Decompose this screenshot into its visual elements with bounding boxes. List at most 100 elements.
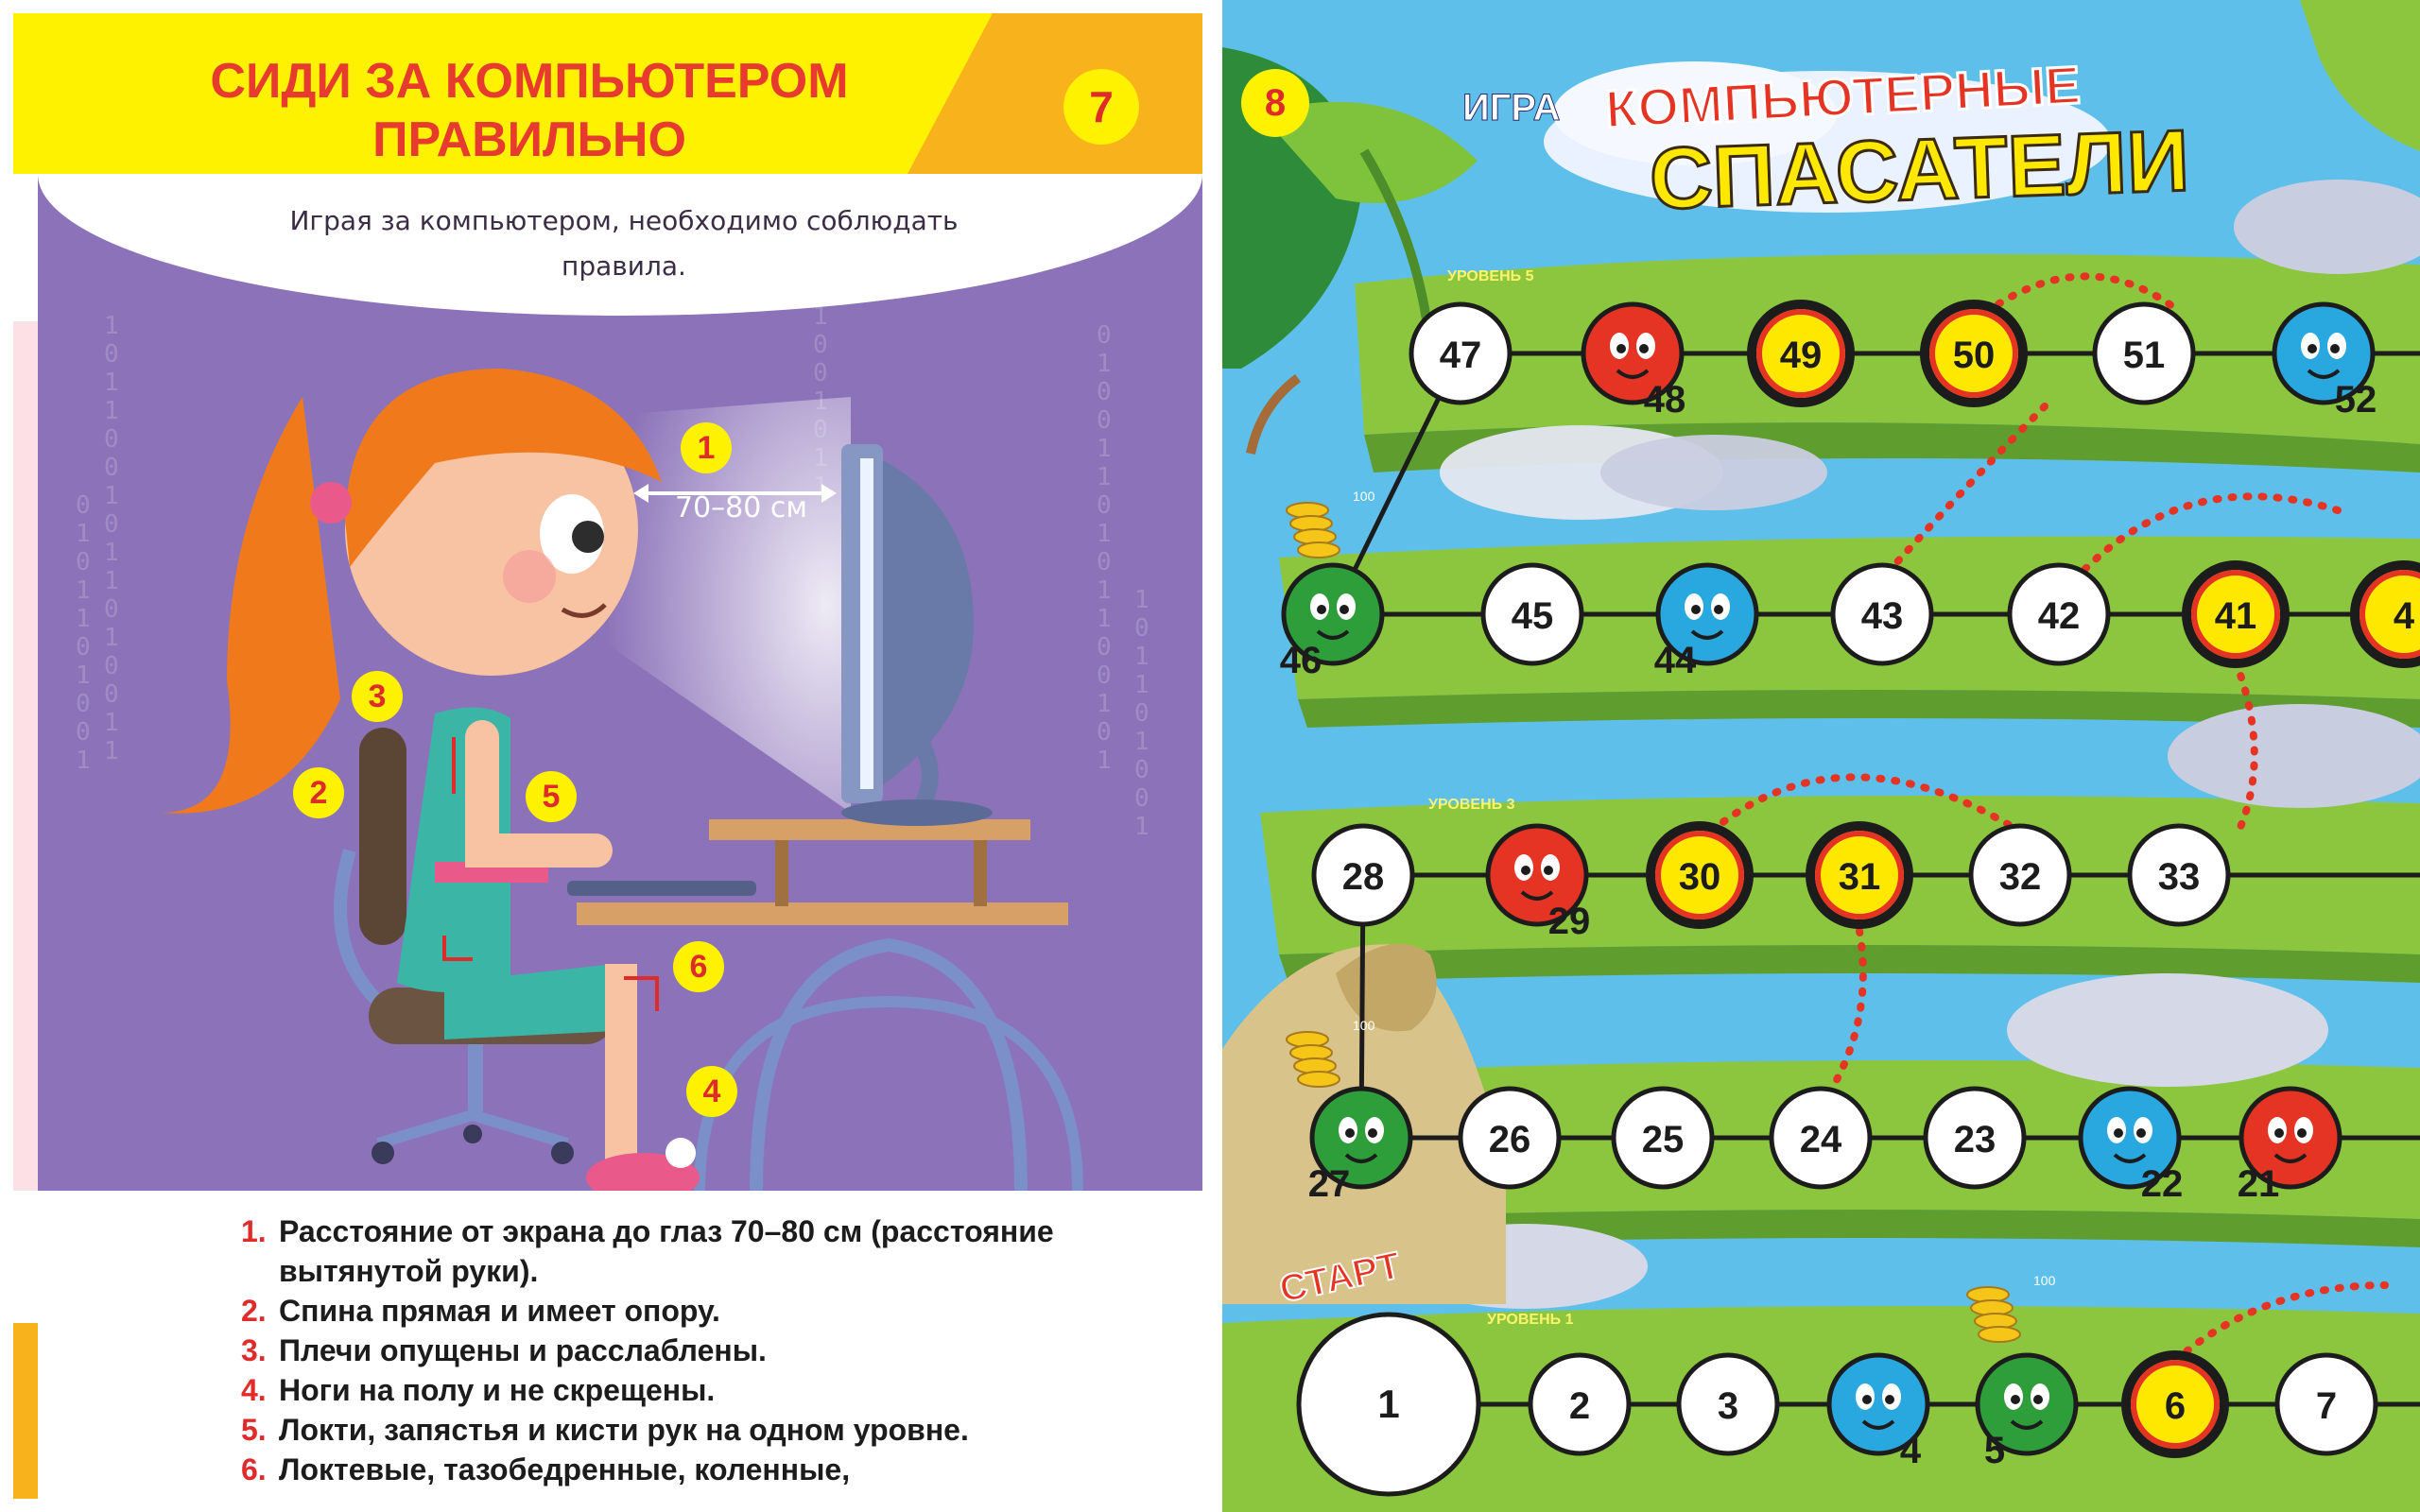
rule-text: Расстояние от экрана до глаз 70–80 см (р…: [279, 1214, 1054, 1288]
token-pupil: [2274, 1128, 2284, 1138]
token-mouth: [2113, 1153, 2147, 1163]
cell-number: 30: [1679, 856, 1721, 898]
board-cell-green: [1281, 562, 1385, 666]
marker-badge: 3: [352, 671, 403, 722]
right-page: 8 ИГРА КОМПЬЮТЕРНЫЕ СПАСАТЕЛИ УРОВЕНЬ 5 …: [1222, 0, 2420, 1512]
board-cell-blue: [1655, 562, 1759, 666]
cell-number: 33: [2158, 856, 2201, 898]
shortcut-arrow: [1880, 403, 2048, 580]
rule-number: 4.: [241, 1373, 267, 1407]
cell-number: 44: [1654, 640, 1697, 681]
posture-illustration: [161, 369, 1083, 1191]
token-pupil: [1639, 344, 1649, 353]
board-cell-white: [1528, 1352, 1632, 1456]
board-cell-white: [2127, 823, 2231, 927]
cell-number: 27: [1308, 1163, 1351, 1205]
token-pupil: [1691, 605, 1701, 614]
token-pupil: [2330, 344, 2340, 353]
token-pupil: [1345, 1128, 1355, 1138]
rule-text: Локтевые, тазобедренные, коленные,: [279, 1452, 851, 1486]
board-cell-red: [2238, 1086, 2342, 1190]
board-cell-ring: [1655, 831, 1744, 919]
token-pupil: [2011, 1395, 2020, 1404]
board-cell-ring: [2191, 570, 2280, 659]
board-cell-white: [1480, 562, 1584, 666]
intro-text: Играя за компьютером, необходимо соблюда…: [289, 205, 959, 282]
token-pupil: [1521, 866, 1530, 875]
cell-number: 31: [1839, 856, 1881, 898]
shortcut-arrow: [1970, 272, 2184, 325]
cell-number: 26: [1489, 1119, 1531, 1160]
monitor-back: [870, 454, 974, 794]
token-pupil: [1368, 1128, 1377, 1138]
cell-number: 48: [1644, 379, 1686, 421]
rule-item: 5.Локти, запястья и кисти рук на одном у…: [241, 1410, 1196, 1450]
rule-item: 2.Спина прямая и имеет опору.: [241, 1291, 1196, 1331]
token-pupil: [1340, 605, 1349, 614]
board-cell-ring: [2360, 570, 2420, 659]
cell-number: 51: [2123, 335, 2166, 376]
game-label: ИГРА: [1461, 87, 1561, 129]
cell-number: 52: [2335, 379, 2377, 421]
cell-number: 47: [1440, 335, 1482, 376]
token-pupil: [1544, 866, 1553, 875]
coin-value: 100: [1353, 489, 1375, 504]
token-mouth: [1690, 629, 1724, 640]
level-label: УРОВЕНЬ 3: [1428, 797, 1515, 813]
board-cell-white: [1830, 562, 1934, 666]
board-cell-white: [2274, 1352, 2378, 1456]
cell-number: 23: [1954, 1119, 1996, 1160]
board-cell-red: [1581, 301, 1685, 405]
side-strip-orange: [13, 1323, 38, 1499]
level-label: УРОВЕНЬ 5: [1447, 268, 1534, 284]
rule-item: 1.Расстояние от экрана до глаз 70–80 см …: [241, 1211, 1196, 1291]
cell-number: 49: [1780, 335, 1823, 376]
marker-badge: 2: [293, 767, 344, 818]
cell-number: 4: [1900, 1430, 1922, 1471]
cell-number: 43: [1861, 595, 1904, 637]
token-mouth: [2307, 369, 2341, 379]
token-pupil: [2114, 1128, 2123, 1138]
cell-number: 50: [1953, 335, 1996, 376]
cell-number: 1: [1377, 1382, 1399, 1426]
board-cell-white: [1311, 823, 1415, 927]
token-pupil: [1616, 344, 1626, 353]
coin-icon: [1297, 541, 1340, 558]
keyboard: [567, 881, 756, 896]
rule-text: Локти, запястья и кисти рук на одном уро…: [279, 1413, 969, 1447]
shortcut-arrow: [2171, 1281, 2389, 1365]
rule-item: 3.Плечи опущены и расслаблены.: [241, 1331, 1196, 1370]
page-number: 8: [1241, 69, 1309, 137]
cell-number: 46: [1280, 640, 1322, 681]
token-pupil: [2033, 1395, 2043, 1404]
rule-text: Плечи опущены и расслаблены.: [279, 1333, 767, 1367]
board-cell-ring: [1815, 831, 1904, 919]
token-mouth: [2273, 1153, 2308, 1163]
token-pupil: [1885, 1395, 1894, 1404]
girl-hair-back: [161, 397, 340, 814]
cell-number: 7: [2316, 1385, 2337, 1427]
shortcut-arrow: [1824, 927, 1867, 1100]
board-cell-white: [1409, 301, 1512, 405]
board-cell-green: [1975, 1352, 2079, 1456]
rules-list: 1.Расстояние от экрана до глаз 70–80 см …: [241, 1211, 1196, 1489]
shortcut-arrow: [1696, 773, 2024, 845]
rule-number: 6.: [241, 1452, 267, 1486]
girl-arm: [465, 720, 613, 868]
board-cell-white: [2092, 301, 2196, 405]
rule-text: Ноги на полу и не скрещены.: [279, 1373, 716, 1407]
cell-number: 25: [1642, 1119, 1685, 1160]
board-cell-white: [1611, 1086, 1715, 1190]
token-mouth: [1520, 890, 1554, 901]
side-strip: [13, 321, 38, 1191]
cell-number: 32: [1999, 856, 2042, 898]
board-cell-red: [1485, 823, 1589, 927]
board-cell-white: [1769, 1086, 1873, 1190]
coin-value: 100: [2033, 1273, 2056, 1288]
token-pupil: [2136, 1128, 2146, 1138]
board-cell-ring: [1756, 309, 1845, 398]
